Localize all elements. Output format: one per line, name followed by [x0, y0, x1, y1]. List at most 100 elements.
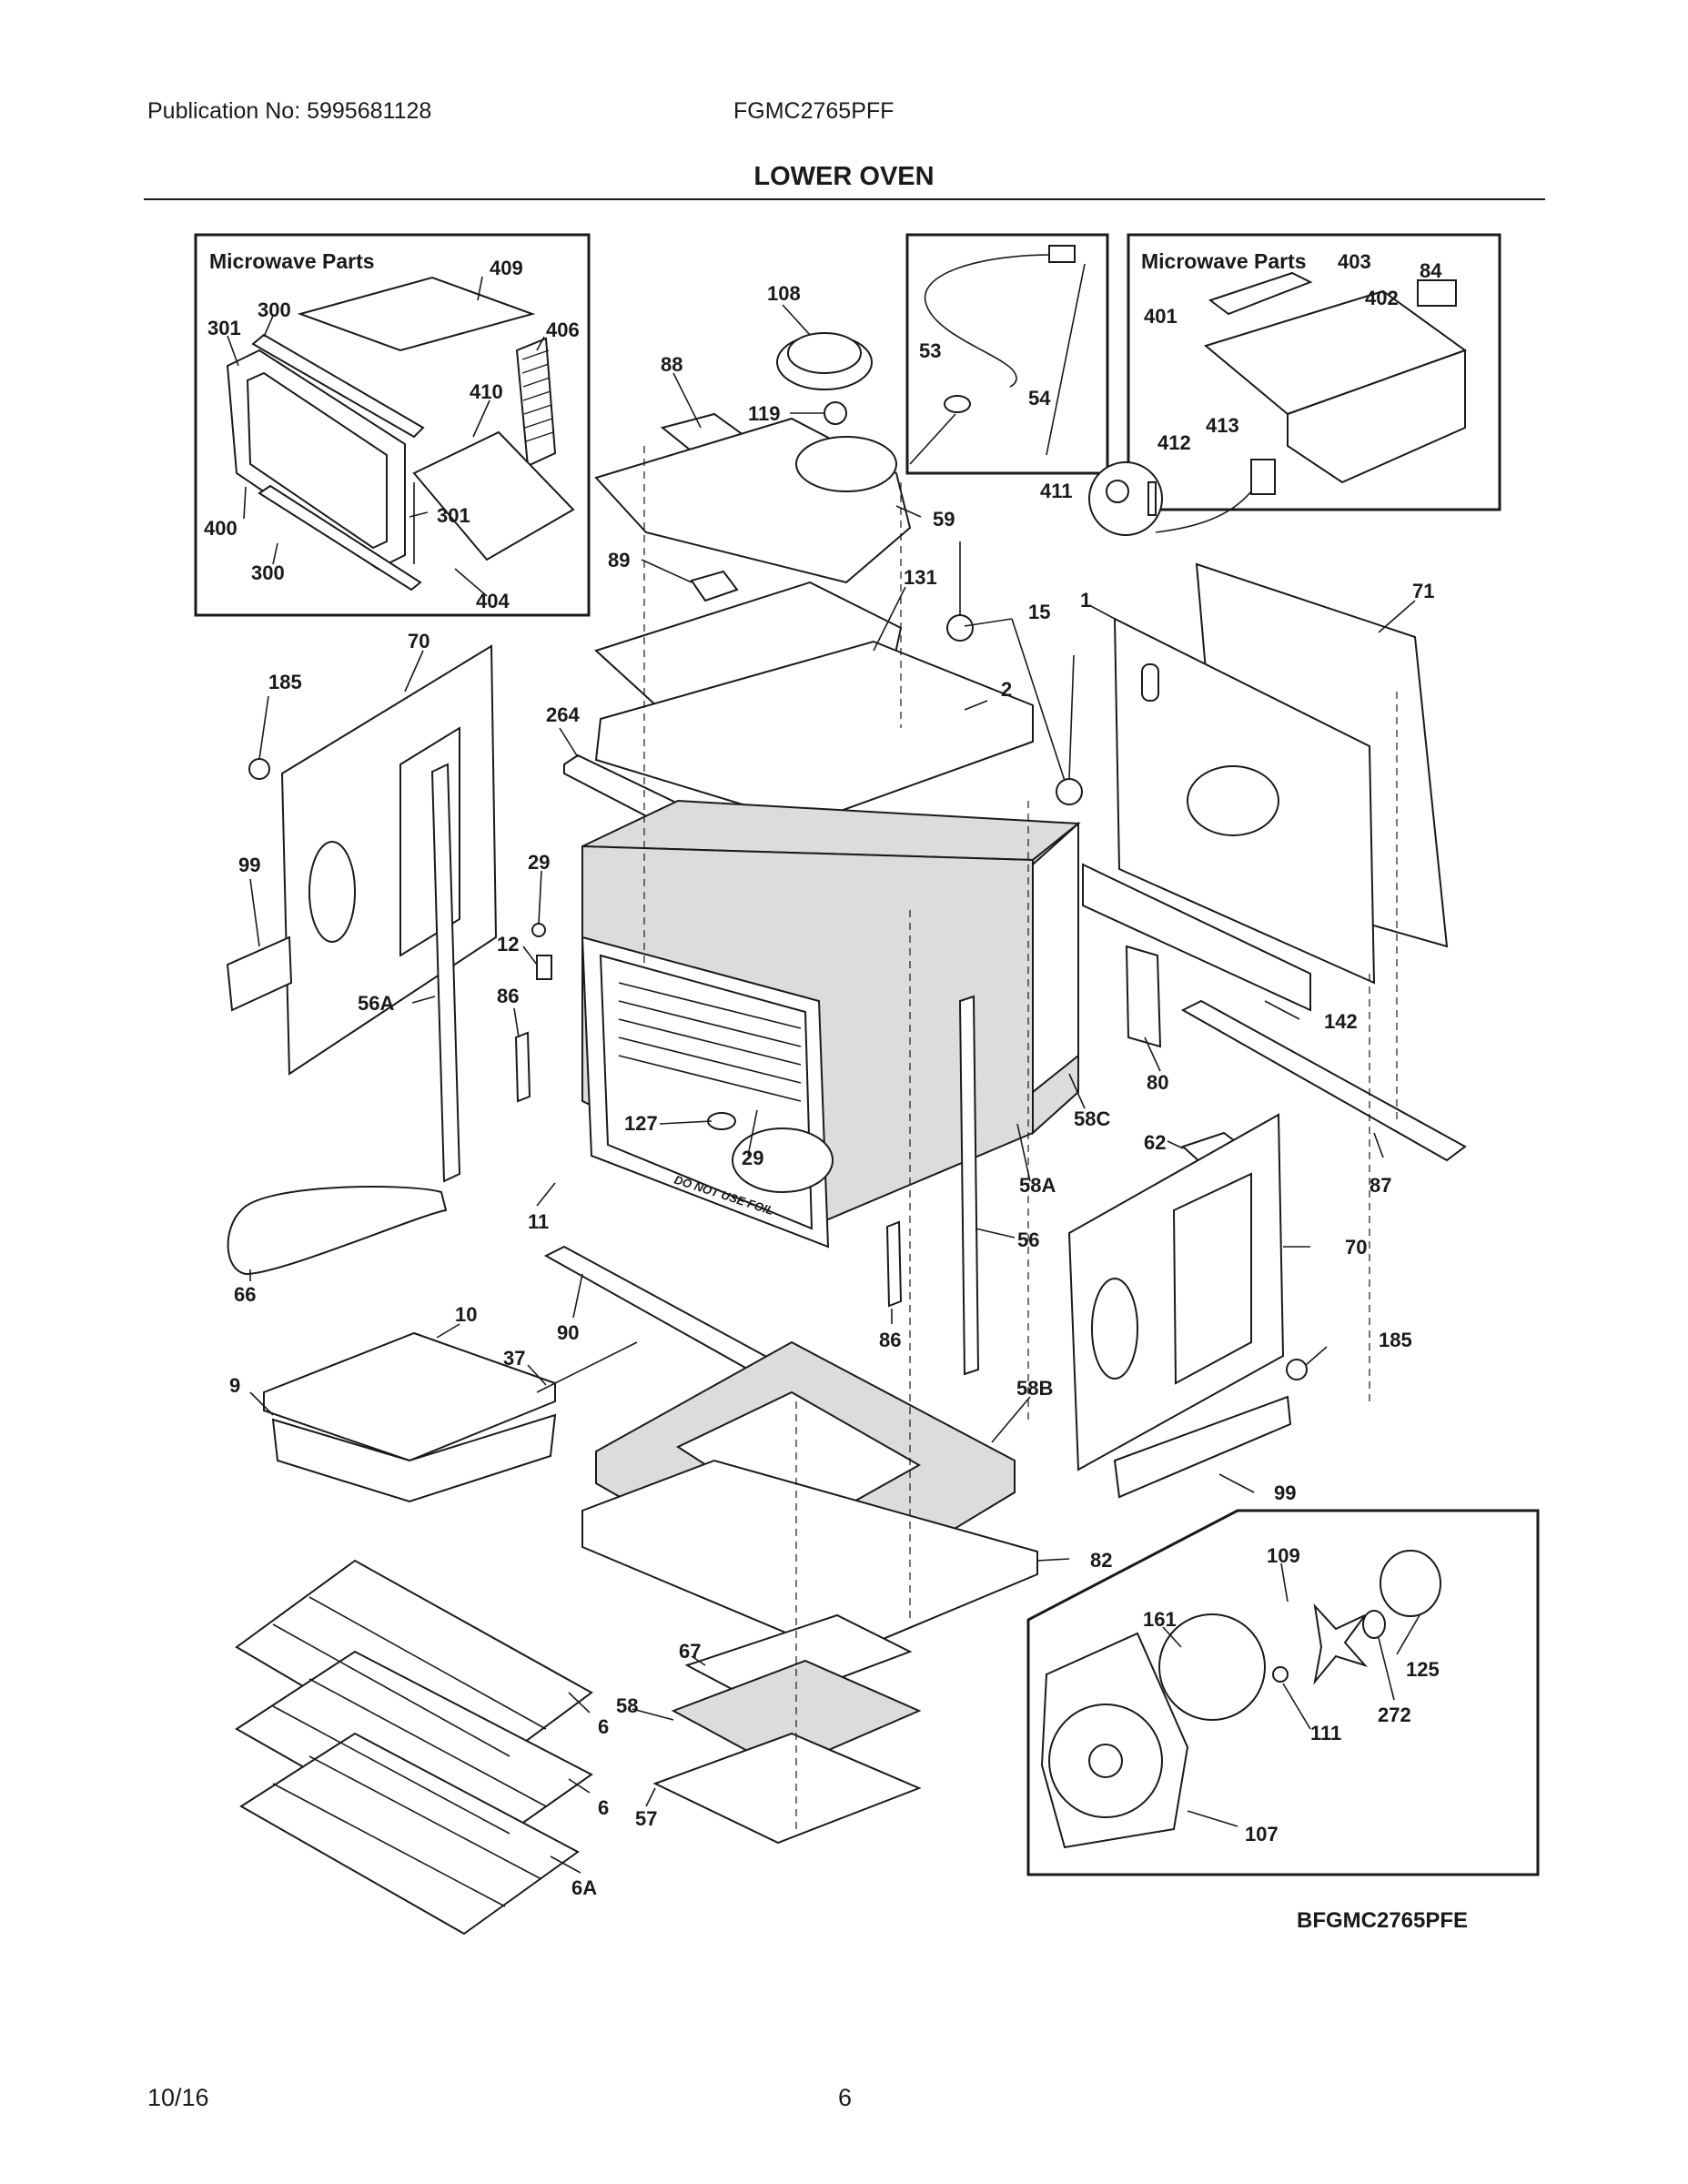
revision-date: 10/16 — [147, 2084, 209, 2111]
part-1-fan-opening — [1187, 765, 1279, 836]
part-label: 12 — [497, 933, 519, 956]
part-400-door-window — [246, 371, 388, 550]
part-label: 272 — [1378, 1704, 1411, 1726]
part-label: 400 — [204, 517, 238, 540]
oven-rack-guides — [618, 982, 802, 1102]
part-label: 413 — [1206, 414, 1239, 437]
oven-cavity: DO NOT USE FOIL — [581, 799, 1081, 1376]
part-label: 10 — [455, 1303, 477, 1326]
right-panels — [1082, 562, 1467, 1165]
part-29-screw — [531, 923, 546, 937]
box-title-right: Microwave Parts — [1141, 249, 1307, 273]
part-label: 142 — [1324, 1010, 1358, 1033]
part-label: 406 — [546, 318, 580, 341]
part-185-grommet-left — [248, 758, 270, 780]
part-label: 185 — [268, 671, 302, 693]
part-label: 6 — [598, 1796, 609, 1819]
part-label: 1 — [1080, 589, 1091, 612]
part-label: 66 — [234, 1283, 256, 1306]
convection-fan-box — [1026, 1509, 1540, 1876]
probe-wire-box — [905, 233, 1109, 475]
part-82-bottom-panel — [581, 1459, 1038, 1658]
part-label: 185 — [1379, 1329, 1412, 1351]
part-413-holder — [1250, 459, 1276, 495]
oven-fan-opening — [732, 1127, 834, 1193]
part-label: 301 — [207, 317, 241, 339]
part-label: 62 — [1144, 1131, 1166, 1154]
part-label: 56 — [1017, 1228, 1039, 1251]
part-label: 82 — [1090, 1549, 1112, 1572]
part-label: 403 — [1338, 250, 1371, 273]
part-label: 99 — [1274, 1481, 1296, 1504]
part-label: 53 — [919, 339, 941, 362]
part-label: 90 — [557, 1321, 579, 1344]
part-142-rail — [1082, 863, 1311, 1012]
part-411-fuse — [1106, 480, 1129, 503]
diagram-code: BFGMC2765PFE — [1297, 1908, 1469, 1933]
part-37-pin — [536, 1341, 638, 1393]
part-label: 15 — [1028, 601, 1050, 623]
part-label: 58C — [1074, 1107, 1110, 1130]
left-panel — [226, 644, 552, 1183]
part-53-probe — [944, 395, 971, 413]
part-label: 11 — [528, 1210, 549, 1233]
part-label: 9 — [229, 1374, 240, 1397]
part-86-bracket-right — [885, 1220, 903, 1308]
part-label: 127 — [624, 1112, 658, 1135]
part-6A-rack-lower — [239, 1732, 580, 1936]
part-label: 109 — [1267, 1544, 1300, 1567]
part-label: 300 — [258, 298, 291, 321]
part-label: 264 — [546, 703, 580, 726]
part-89-switch — [690, 570, 739, 602]
part-87-rail — [1180, 999, 1467, 1162]
part-label: 108 — [767, 282, 801, 305]
microwave-parts-box-left: Microwave Parts — [194, 233, 591, 617]
part-label: 300 — [251, 561, 285, 584]
box-title-left: Microwave Parts — [209, 249, 375, 273]
part-label: 410 — [470, 380, 503, 403]
part-label: 58B — [1016, 1377, 1053, 1400]
part-label: 86 — [879, 1329, 901, 1351]
part-86-bracket-left — [514, 1031, 531, 1103]
page-number: 6 — [838, 2084, 853, 2111]
part-label: 131 — [904, 566, 937, 589]
alignment-lines — [643, 446, 1398, 1829]
model-number: FGMC2765PFF — [733, 98, 895, 124]
part-label: 412 — [1157, 431, 1191, 454]
part-109-fan-blade — [1313, 1603, 1369, 1685]
part-label: 404 — [476, 590, 510, 612]
part-label: 29 — [742, 1147, 763, 1169]
part-119-sensor — [824, 401, 847, 425]
part-99-rail-left — [226, 935, 293, 1012]
part-80-bracket — [1125, 945, 1162, 1048]
part-label: 58A — [1019, 1174, 1056, 1197]
leader-lines — [227, 276, 1420, 1874]
part-54-sensor — [1046, 263, 1086, 456]
part-272-spacer — [1362, 1610, 1386, 1639]
part-label: 54 — [1028, 387, 1051, 410]
top-assembly — [563, 332, 1083, 903]
part-403-bracket — [1208, 271, 1313, 316]
part-label: 107 — [1245, 1823, 1279, 1845]
part-label: 56A — [358, 992, 394, 1015]
part-15-probe-top — [946, 614, 974, 642]
part-412-fuse — [1147, 481, 1157, 516]
part-185-grommet-right — [1286, 1359, 1308, 1380]
part-410-tray — [412, 430, 575, 561]
part-125-fan-motor — [1380, 1550, 1441, 1617]
part-409-panel — [297, 276, 536, 352]
part-99-rail-right — [1113, 1395, 1292, 1499]
part-label: 411 — [1040, 480, 1073, 502]
part-53-connector — [1048, 245, 1076, 263]
part-56A-bracket — [430, 763, 461, 1183]
part-label: 119 — [748, 402, 781, 425]
part-label: 84 — [1420, 259, 1442, 282]
part-84-switch — [1417, 279, 1457, 307]
part-label: 111 — [1310, 1722, 1341, 1744]
part-label: 29 — [528, 851, 550, 874]
part-label: 301 — [437, 504, 470, 527]
part-label: 6A — [571, 1876, 597, 1899]
part-label: 70 — [1345, 1236, 1367, 1259]
page-title: LOWER OVEN — [753, 162, 935, 191]
